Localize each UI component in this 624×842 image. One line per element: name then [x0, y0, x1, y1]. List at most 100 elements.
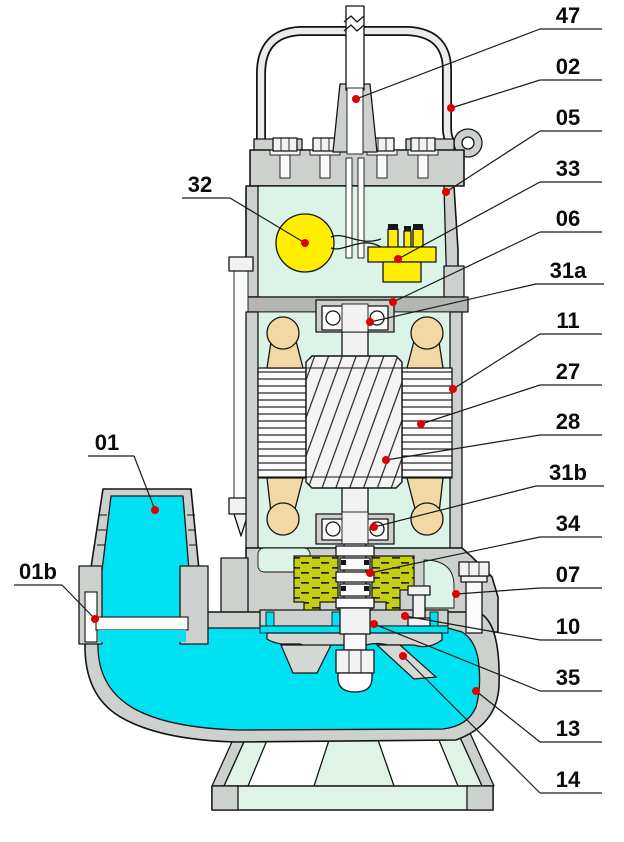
leader-line — [450, 79, 541, 109]
bearing-upper — [315, 299, 395, 333]
callout-dot — [370, 523, 378, 531]
leader-line — [61, 584, 96, 620]
leader-line — [445, 130, 541, 193]
cable-lead — [345, 157, 353, 259]
seal-spring — [364, 560, 369, 565]
motor-wall-left — [245, 311, 259, 549]
base-plate — [211, 785, 494, 811]
callout-label: 02 — [556, 54, 580, 79]
junction-box-flange — [443, 265, 465, 298]
callout-01: 01 — [88, 430, 159, 514]
callout-label: 35 — [556, 665, 580, 690]
callout-label: 33 — [556, 156, 580, 181]
callout-layer: 470205330631a11272831b340710351314320101… — [14, 3, 604, 794]
capacitor-wires — [330, 235, 382, 250]
impeller-nut — [335, 649, 375, 674]
leader-line — [475, 690, 541, 743]
pedestal — [313, 736, 395, 787]
callout-label: 13 — [556, 716, 580, 741]
callout-label: 31b — [549, 460, 587, 485]
callout-dot — [389, 298, 397, 306]
stator-core-left — [257, 367, 307, 479]
callout-label: 47 — [556, 3, 580, 28]
callout-dot — [366, 569, 374, 577]
callout-label: 10 — [556, 614, 580, 639]
stator-windings — [266, 316, 444, 536]
casing-bolts — [407, 561, 490, 634]
shaft-cap — [337, 672, 373, 693]
callout-34: 34 — [366, 511, 602, 577]
cable-lead — [357, 157, 365, 259]
tie-rod-tip — [233, 513, 249, 537]
callout-label: 34 — [556, 511, 581, 536]
callout-dot — [447, 104, 455, 112]
callout-31a: 31a — [366, 258, 604, 326]
leader-line — [455, 587, 541, 595]
leader-line — [373, 485, 537, 528]
bearing-lower — [315, 511, 395, 545]
stator-core-right — [401, 367, 453, 479]
leader-line — [373, 623, 541, 692]
callout-47: 47 — [352, 3, 602, 103]
callout-14: 14 — [399, 652, 602, 794]
callout-dot — [394, 255, 402, 263]
flange-bolt-head — [458, 561, 490, 577]
callout-label: 07 — [556, 562, 580, 587]
callout-dot — [301, 239, 309, 247]
callout-label: 05 — [556, 105, 580, 130]
callout-dot — [366, 318, 374, 326]
leader-line — [369, 536, 541, 574]
callout-31b: 31b — [370, 460, 604, 531]
cover-bolt — [309, 137, 341, 179]
leader-line — [133, 455, 156, 511]
callout-dot — [472, 687, 480, 695]
base-cap-right — [466, 785, 494, 811]
callout-label: 01b — [19, 559, 57, 584]
callout-dot — [401, 612, 409, 620]
tie-rod — [228, 256, 254, 537]
callout-11: 11 — [449, 308, 602, 393]
callout-dot — [382, 456, 390, 464]
leader-line — [385, 434, 541, 461]
terminal-block — [367, 224, 437, 283]
cover-bolt — [407, 137, 439, 179]
callout-label: 31a — [550, 258, 587, 283]
terminal-pin — [388, 224, 398, 230]
pipe-bore — [95, 495, 194, 621]
leader-line — [397, 181, 541, 260]
callout-01b: 01b — [14, 559, 99, 623]
callout-02: 02 — [447, 54, 602, 112]
cover-bolt — [269, 137, 301, 179]
power-cable-assembly — [332, 5, 378, 259]
callout-32: 32 — [182, 172, 309, 247]
callout-06: 06 — [389, 206, 602, 306]
terminal-pin — [413, 224, 423, 230]
leader-line — [420, 384, 541, 425]
seal-spring — [341, 586, 346, 591]
leader-line — [355, 28, 541, 100]
leader-line — [229, 197, 306, 244]
seal-spring — [364, 586, 369, 591]
callout-dot — [452, 590, 460, 598]
terminal-pin — [404, 226, 411, 231]
cable-in-gland — [346, 87, 364, 155]
callout-dot — [151, 506, 159, 514]
rotor — [305, 355, 403, 489]
callout-28: 28 — [382, 409, 602, 464]
callout-label: 06 — [556, 206, 580, 231]
callout-10: 10 — [401, 612, 602, 641]
flange-joint — [95, 616, 189, 631]
impeller-vane-right — [375, 644, 438, 680]
impeller-vane-left — [280, 644, 332, 674]
callout-label: 14 — [556, 767, 581, 792]
impeller — [266, 607, 443, 693]
callout-label: 01 — [95, 430, 119, 455]
pipe-threads — [97, 514, 197, 546]
callout-dot — [399, 652, 407, 660]
discharge-pipe — [78, 488, 209, 645]
callout-dot — [449, 385, 457, 393]
leader-line — [392, 231, 541, 303]
bearing-ball — [325, 521, 341, 537]
